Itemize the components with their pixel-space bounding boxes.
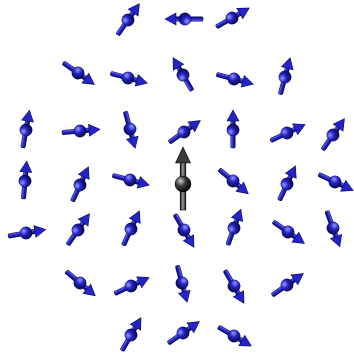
central-spin-ball bbox=[175, 176, 191, 192]
spin-site-ball bbox=[227, 124, 239, 136]
spin-site-ball bbox=[179, 13, 191, 25]
